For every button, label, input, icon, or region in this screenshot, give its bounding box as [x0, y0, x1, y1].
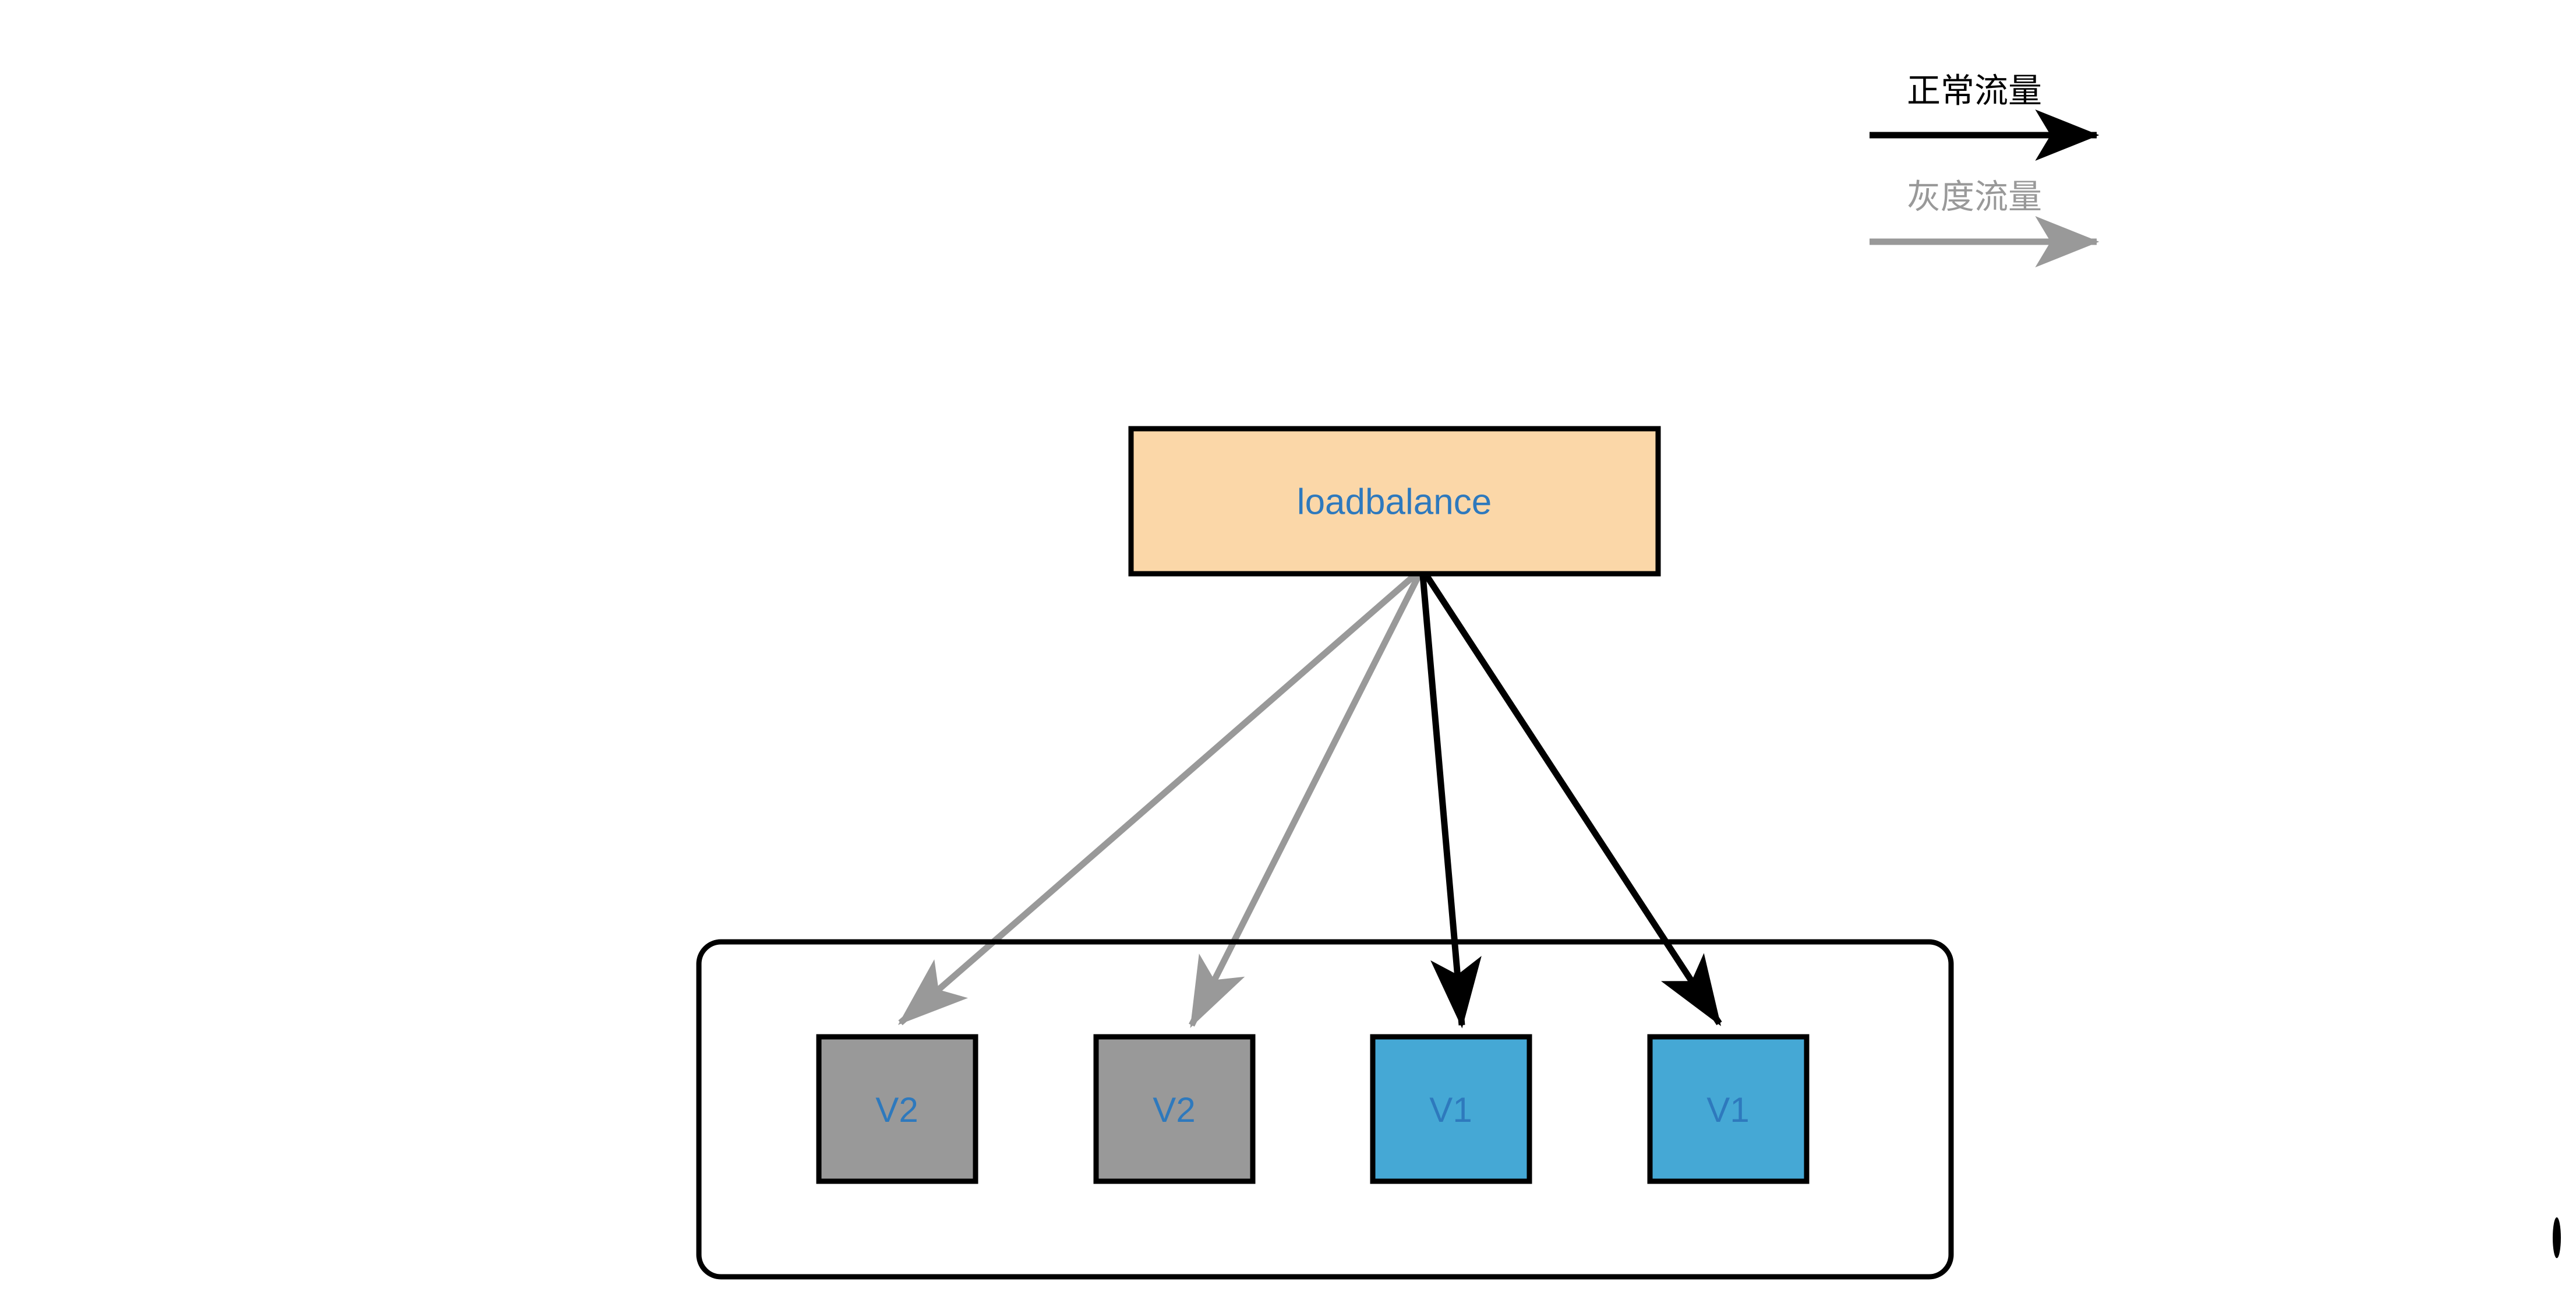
node-instance-v1-2[interactable]: V1 — [1647, 1034, 1810, 1184]
edge-loadbalance-to-instance-v1-2 — [1423, 572, 1722, 1026]
node-instance-v2-2[interactable]: V2 — [1093, 1034, 1256, 1184]
node-loadbalance[interactable]: loadbalance — [1128, 426, 1661, 577]
edge-loadbalance-to-instance-v2-2 — [1189, 574, 1422, 1028]
instance-label: V1 — [1429, 1090, 1472, 1129]
loadbalance-box[interactable] — [1128, 426, 1661, 577]
legend-item-normal-traffic: 正常流量 — [1870, 72, 2100, 161]
edge-loadbalance-to-instance-v2-1 — [897, 571, 1419, 1026]
edge-loadbalance-to-instance-v1-1 — [1419, 575, 1482, 1029]
instance-label: V2 — [1153, 1090, 1195, 1129]
instance-box[interactable] — [1093, 1034, 1256, 1184]
legend-item-gray-traffic: 灰度流量 — [1870, 178, 2100, 267]
instance-box[interactable] — [1370, 1034, 1532, 1184]
service-pool-group — [696, 939, 1954, 1280]
instance-nodes: V2 V2 V1 V1 — [816, 1034, 1810, 1184]
legend-label-gray-traffic: 灰度流量 — [1907, 178, 2042, 216]
instance-label: V2 — [875, 1090, 918, 1129]
traffic-legend: 正常流量 灰度流量 — [1870, 72, 2100, 267]
instance-box[interactable] — [1647, 1034, 1810, 1184]
node-instance-v1-1[interactable]: V1 — [1370, 1034, 1532, 1184]
legend-label-normal-traffic: 正常流量 — [1907, 72, 2042, 110]
instance-box[interactable] — [816, 1034, 978, 1184]
instance-label: V1 — [1706, 1090, 1749, 1129]
traffic-edges — [897, 571, 1722, 1029]
loadbalance-label: loadbalance — [1297, 482, 1492, 522]
text-cursor-icon — [2553, 1217, 2561, 1258]
service-pool-border — [696, 939, 1954, 1280]
node-instance-v2-1[interactable]: V2 — [816, 1034, 978, 1184]
